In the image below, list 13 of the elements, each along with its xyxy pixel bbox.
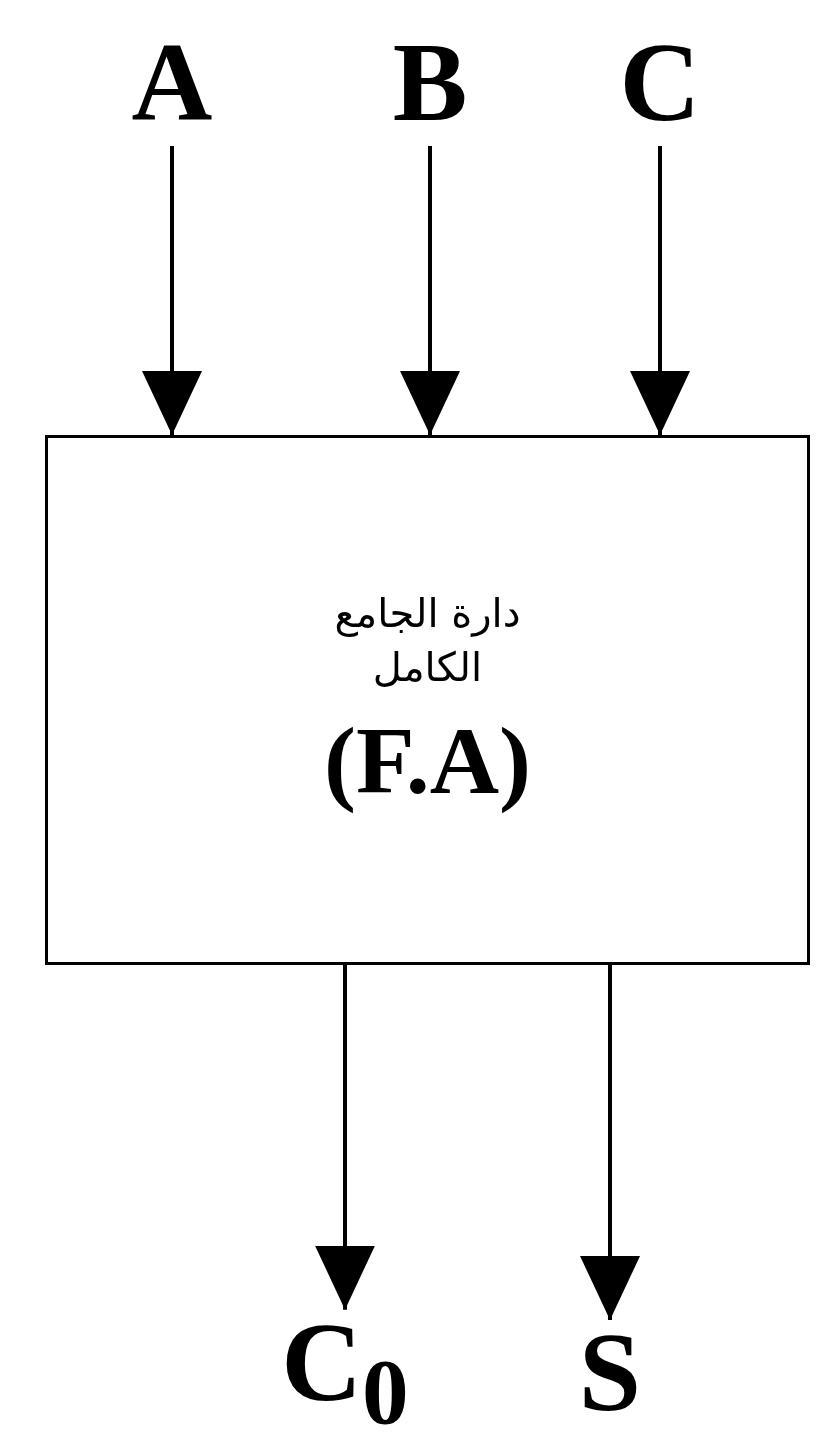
circuit-name: دارة الجامع الكامل bbox=[333, 589, 522, 693]
signal-label: A bbox=[131, 26, 213, 138]
arrow bbox=[315, 965, 375, 1310]
arrow bbox=[580, 965, 640, 1320]
signal-label: C bbox=[619, 26, 701, 138]
signal-label: B bbox=[392, 26, 468, 138]
signal-label: C$_{0}$ bbox=[281, 1305, 409, 1436]
abbreviation-label: (F.A) bbox=[323, 708, 532, 814]
process-box bbox=[45, 435, 810, 965]
arrow bbox=[142, 146, 202, 435]
signal-label: S bbox=[578, 1316, 642, 1428]
arrow bbox=[400, 146, 460, 435]
arrow bbox=[630, 146, 690, 435]
